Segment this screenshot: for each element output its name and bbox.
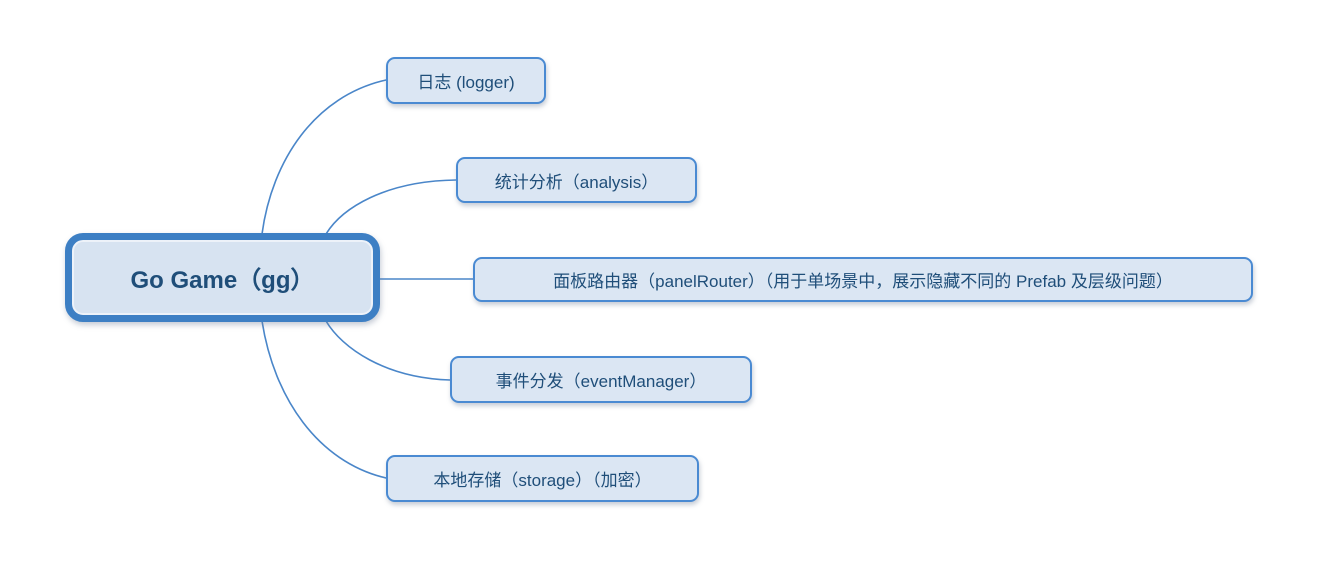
node-logger-label: 日志 (logger) [417,73,515,92]
node-logger[interactable]: 日志 (logger) [386,57,546,104]
node-storage-label: 本地存储（storage）（加密） [433,471,652,490]
node-event-manager[interactable]: 事件分发（eventManager） [450,356,752,403]
node-analysis-label: 统计分析（analysis） [494,172,659,192]
connector-root-to-eventmanager [325,320,451,381]
connector-root-to-storage [261,320,387,479]
node-event-manager-label: 事件分发（eventManager） [495,372,707,391]
connector-root-to-logger [261,79,387,235]
node-storage[interactable]: 本地存储（storage）（加密） [386,455,699,502]
root-node-go-game[interactable]: Go Game（gg） [65,233,380,322]
node-panel-router[interactable]: 面板路由器（panelRouter）（用于单场景中，展示隐藏不同的 Prefab… [473,257,1253,302]
node-analysis[interactable]: 统计分析（analysis） [456,157,697,203]
node-panel-router-label: 面板路由器（panelRouter）（用于单场景中，展示隐藏不同的 Prefab… [553,272,1173,291]
root-node-label: Go Game（gg） [130,267,315,294]
connector-root-to-analysis [325,179,457,235]
